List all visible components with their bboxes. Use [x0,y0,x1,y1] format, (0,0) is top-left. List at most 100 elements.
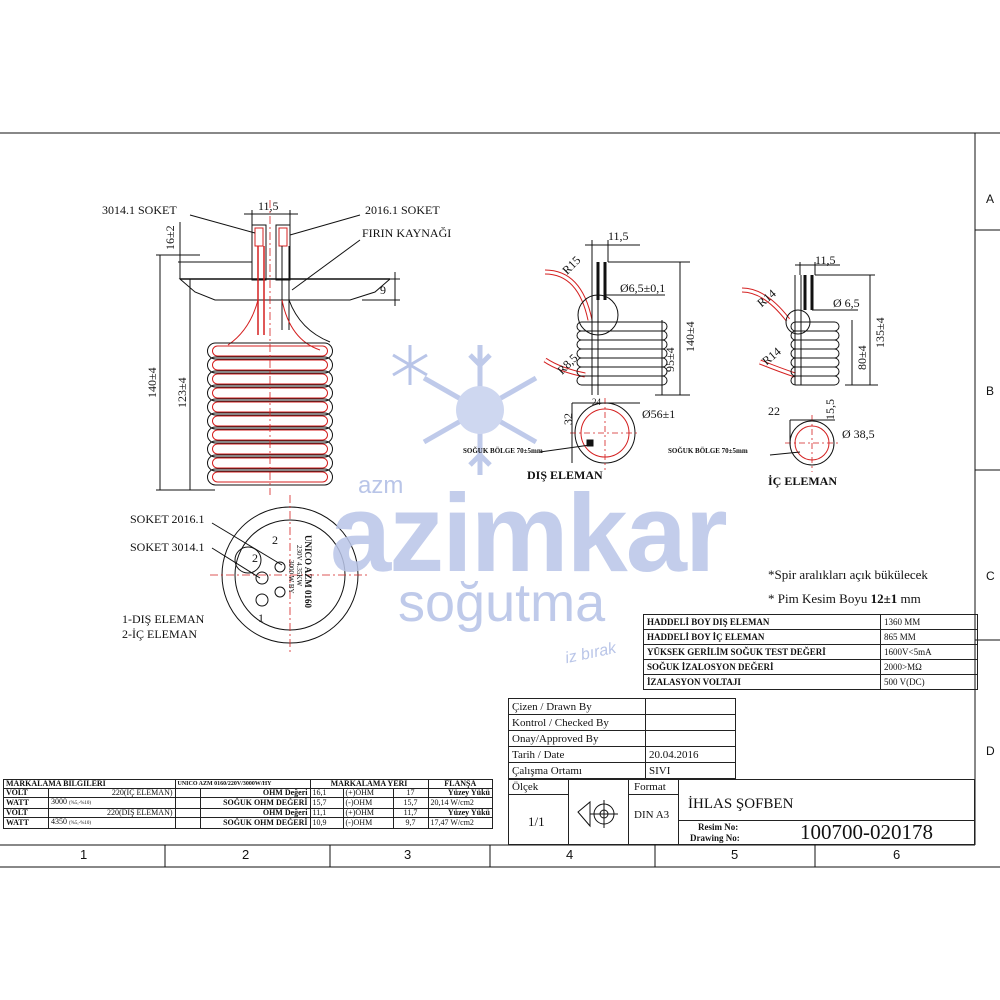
title-dis-eleman: DIŞ ELEMAN [527,468,603,482]
dim-11-5-left: 11,5 [258,199,279,213]
sheet-frame [0,132,1000,868]
mk-ohm-1: 11,1 [309,808,344,818]
dim-d38-5: Ø 38,5 [842,427,875,441]
tb-env-value: SIVI [645,762,736,779]
tb-resim-no: Resim No: [698,822,739,832]
marker-1: 1 [258,611,264,625]
watermark-brand-prefix: azm [358,472,404,499]
coil-turn [576,339,668,350]
tb-title: İHLAS ŞOFBEN [688,796,794,812]
zone-label: 1 [80,847,88,862]
coil-turn [576,321,668,332]
dim-80-inner: 80±4 [855,345,869,370]
tb-scale-label: Ölçek [512,781,539,793]
spec-value: 1360 MM [880,614,978,630]
note-pim: * Pim Kesim Boyu 12±1 mm [768,592,921,605]
dim-95-outer: 95±4 [663,347,677,372]
mk-ohm-label: SOĞUK OHM DEĞERİ [199,817,311,829]
dim-d6-5-inner: Ø 6,5 [833,296,860,310]
mk-sign: (-)OHM [342,797,394,809]
tb-env-label: Çalışma Ortamı [508,762,646,779]
dim-11-5-outer: 11,5 [608,229,629,243]
tb-drawn-by: Çizen / Drawn By [508,698,646,715]
stamp-line-2: 230V 4.35KW [295,545,303,587]
note-pim-pre: * Pim Kesim Boyu [768,591,871,606]
tb-checked-by: Kontrol / Checked By [508,714,646,731]
tb-divider [628,779,629,845]
coil-turn [790,339,840,350]
zone-label: C [986,569,995,583]
mk-ohm-label: OHM Değeri [199,808,311,818]
mk-header-place: MARKALAMA YERİ [309,779,429,789]
mk-key: VOLT [3,788,49,798]
dim-22: 22 [768,404,780,418]
note-spir: *Spir aralıkları açık bükülecek [768,567,928,582]
zone-label: A [986,192,995,206]
coil-turn [207,384,333,402]
mk-value: 3000 [51,797,67,806]
zone-label: D [986,744,995,758]
mk-blank [174,797,201,809]
tb-divider [678,779,679,845]
coil-turn [576,375,668,386]
title-ic-eleman: İÇ ELEMAN [768,474,838,488]
label-soket-2016: 2016.1 SOKET [365,203,440,217]
watermark-small-snowflake-icon [392,345,428,385]
tb-date-value: 20.04.2016 [645,746,736,763]
spec-value: 1600V<5mA [880,644,978,660]
inner-element-view [741,262,878,472]
zone-label: 2 [242,847,250,862]
tb-drawn-by-value [645,698,736,715]
dim-135-inner: 135±4 [873,317,887,348]
outer-element-view [539,240,690,470]
mk-blank [174,817,201,829]
mk-value-cell: 4350 (%5,-%10) [48,817,176,829]
mk-sign: (+)OHM [342,788,394,798]
spec-value: 865 MM [880,629,978,645]
mk-value: 220(DIŞ ELEMAN) [48,808,176,818]
mk-ohm-1: 10,9 [309,817,344,829]
coil-turn [790,330,840,341]
zone-label: 4 [566,847,574,862]
mk-ohm-1: 15,7 [309,797,344,809]
dim-15-5: 15,5 [823,399,837,420]
spec-value: 500 V(DC) [880,674,978,690]
projection-symbol-icon [577,800,618,828]
assembly-side-view [156,200,400,495]
mk-flange: Yüzey Yükü [427,788,494,798]
mk-value: 220(İÇ ELEMAN) [48,788,176,798]
label-top-soket-3014: SOKET 3014.1 [130,540,205,554]
spec-value: 2000>MΩ [880,659,978,675]
dim-d6-5-outer: Ø6,5±0,1 [620,281,666,295]
tb-approved-by: Onay/Approved By [508,730,646,747]
mk-flange: 20,14 W/cm2 [427,797,494,809]
mk-header-stamp: UNICO AZM 0160/220V/3000W/HY [174,779,311,789]
stamp-line-1: UNICO AZM 0160 [303,535,313,609]
mk-blank [174,808,201,818]
coil-turn [790,375,840,386]
label-soguk-bolge-outer: SOĞUK BÖLGE 70±5mm [463,447,543,455]
spec-label: HADDELİ BOY İÇ ELEMAN [643,629,881,645]
legend-dis-eleman: 1-DIŞ ELEMAN [122,612,205,626]
coil-turn [207,454,333,472]
table-row: VOLT 220(DIŞ ELEMAN) OHM Değeri 11,1 (+)… [3,808,494,818]
tb-drawing-no: Drawing No: [690,833,740,843]
mk-ohm-2: 11,7 [392,808,429,818]
marker-2-left: 2 [252,551,258,565]
dim-123-left: 123±4 [175,377,189,408]
coil-turn [576,366,668,377]
legend-ic-eleman: 2-İÇ ELEMAN [122,627,197,641]
note-pim-value: 12±1 [870,591,898,606]
mk-ohm-label: SOĞUK OHM DEĞERİ [199,797,311,809]
coil-turn [790,321,840,332]
spec-label: YÜKSEK GERİLİM SOĞUK TEST DEĞERİ [643,644,881,660]
tb-scale-value: 1/1 [528,814,545,829]
mk-ohm-1: 16,1 [309,788,344,798]
dim-11-5-inner: 11,5 [815,253,836,267]
dim-140-outer: 140±4 [683,321,697,352]
